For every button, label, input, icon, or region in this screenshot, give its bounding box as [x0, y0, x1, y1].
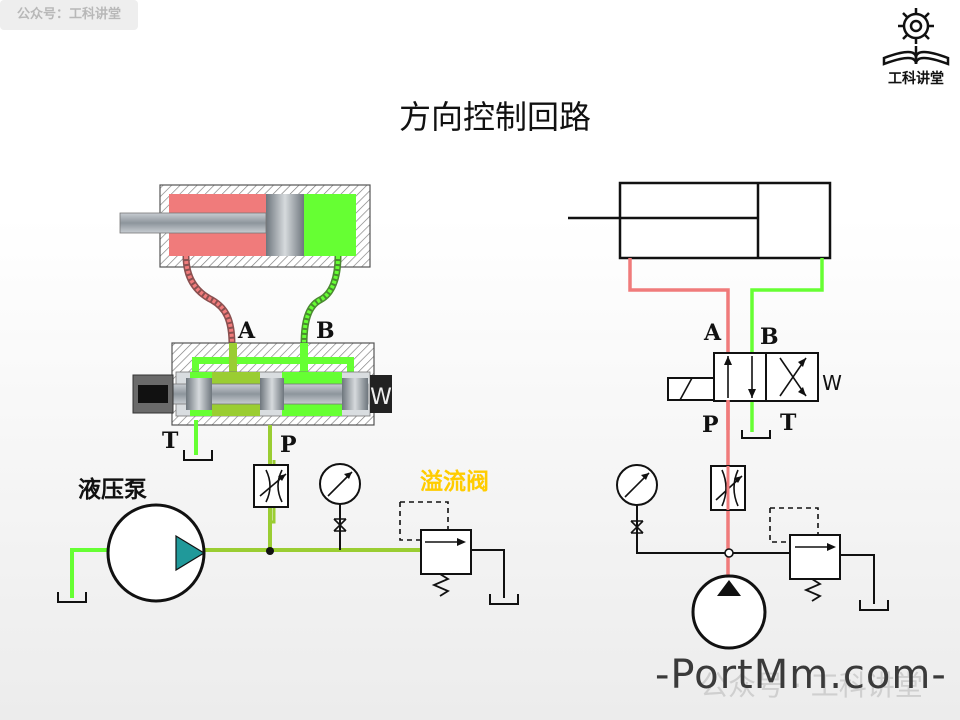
right-directional-valve-symbol: W: [667, 352, 842, 402]
left-port-p-label: P: [280, 432, 297, 458]
right-pump: [691, 574, 767, 650]
logo-text: 工科讲堂: [888, 71, 944, 87]
cap-side-chamber: [304, 194, 356, 256]
top-watermark: 公众号：工科讲堂: [0, 0, 138, 30]
right-port-b-label: B: [760, 324, 779, 350]
right-throttle-valve: [710, 465, 746, 511]
right-cylinder-symbol: [568, 181, 832, 260]
relief-valve-label: 溢流阀: [420, 468, 489, 495]
left-spring-mark: W: [370, 385, 392, 410]
left-cylinder: [119, 184, 371, 268]
hose-b: [302, 255, 340, 346]
logo: 工科讲堂: [874, 2, 958, 90]
tank-symbol: [183, 450, 213, 461]
hose-a: [184, 255, 234, 346]
right-port-p-label: P: [702, 412, 719, 438]
left-pump: [57, 503, 206, 603]
piston-rod: [119, 212, 267, 234]
right-port-a-label: A: [704, 320, 722, 346]
right-tank-t: [741, 430, 771, 439]
right-relief-valve: [769, 507, 889, 611]
left-throttle-valve: [253, 464, 289, 508]
right-port-t-label: T: [780, 410, 797, 436]
brand-watermark: -PortMm.com-: [655, 652, 947, 698]
left-port-t-label: T: [162, 428, 179, 454]
left-relief-valve: [399, 501, 519, 605]
pump-label: 液压泵: [78, 476, 147, 503]
gear-book-icon: [882, 8, 950, 66]
faint-watermark: 公众号 · 工科讲堂: [700, 669, 923, 702]
left-port-a-label: A: [238, 318, 256, 344]
left-port-b-label: B: [316, 318, 335, 344]
page-title: 方向控制回路: [398, 98, 591, 136]
right-spring-mark: W: [822, 371, 842, 395]
right-pressure-gauge: [616, 464, 790, 554]
left-directional-valve: W: [132, 342, 392, 426]
piston: [266, 194, 304, 256]
left-pressure-gauge: [319, 463, 361, 550]
